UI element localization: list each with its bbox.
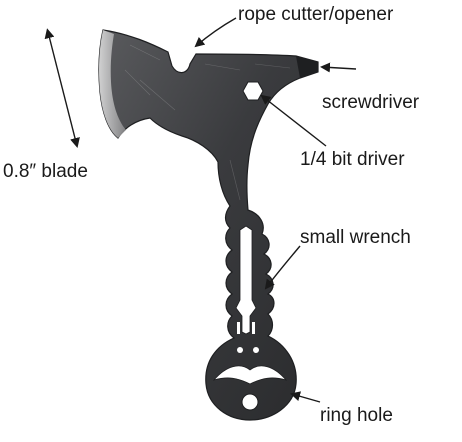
- label-rope-cutter: rope cutter/opener: [238, 4, 394, 25]
- surface-texture: [124, 44, 291, 201]
- ring-hole: [241, 393, 259, 411]
- opener-arc: [212, 365, 288, 385]
- label-wrench: small wrench: [300, 227, 411, 248]
- slot-right: [252, 322, 255, 334]
- arrow-icon-blade: [44, 28, 80, 148]
- screwdriver-tip: [296, 56, 318, 78]
- wrench-slot: [235, 225, 257, 335]
- slot-left: [237, 322, 240, 334]
- eye-hole-right: [253, 347, 259, 353]
- arrow-icon-wrench: [264, 245, 301, 290]
- label-screwdriver: screwdriver: [322, 92, 420, 113]
- arrow-icon-screwdriver: [320, 62, 357, 73]
- label-ring-hole: ring hole: [320, 405, 393, 426]
- arrows: [44, 17, 357, 403]
- hatchet-multitool-icon: [98, 29, 319, 421]
- tool-body: [98, 29, 319, 421]
- hex-bit-hole: [242, 81, 264, 101]
- eye-hole-left: [237, 347, 243, 353]
- arrow-icon-bit-driver: [260, 94, 327, 147]
- blade-edge: [99, 30, 126, 138]
- label-bit-driver: 1/4 bit driver: [300, 149, 405, 170]
- arrow-icon-rope-cutter: [194, 17, 237, 48]
- label-blade: 0.8″ blade: [3, 161, 88, 182]
- arrow-icon-ring-hole: [290, 391, 321, 403]
